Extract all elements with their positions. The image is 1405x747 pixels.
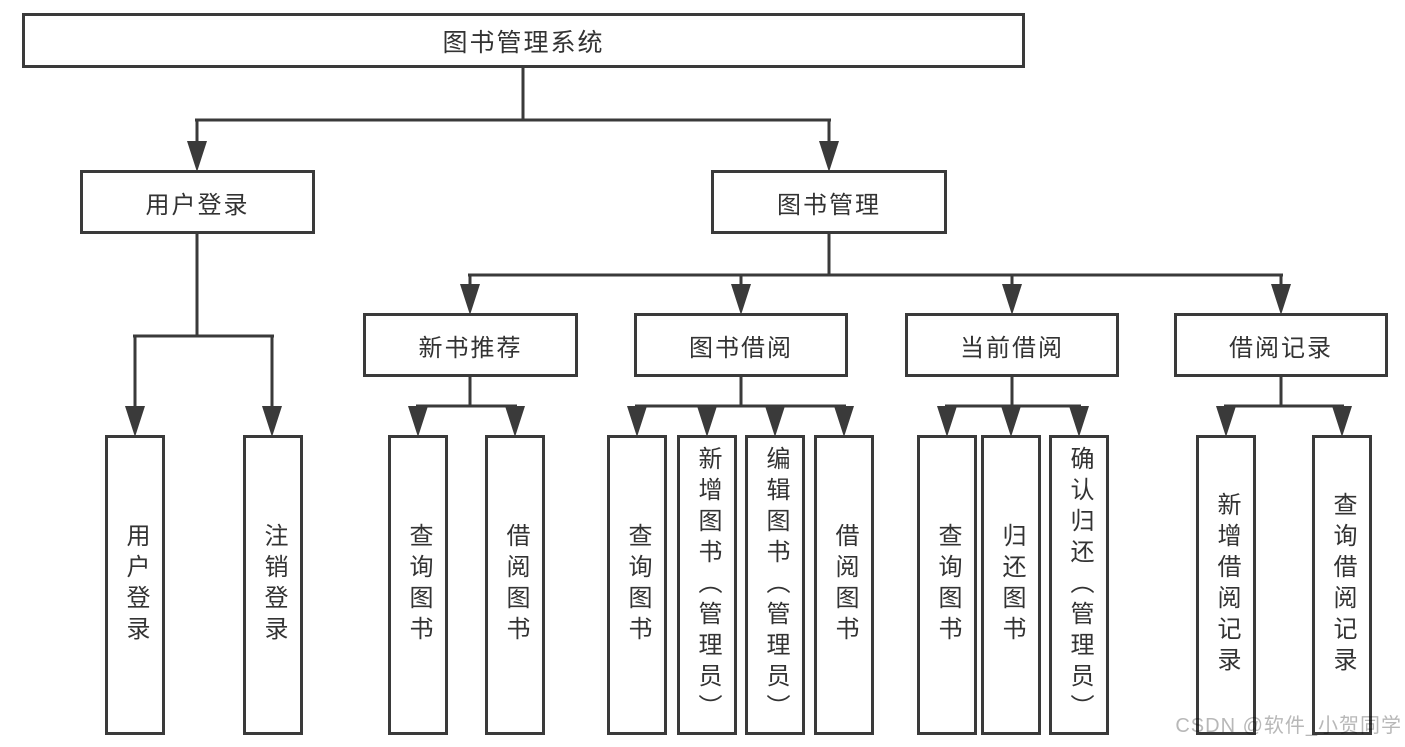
- arrowheads: [125, 141, 1352, 437]
- leaf-query-books-recommend: 查询图书: [388, 435, 448, 735]
- node-book-borrowing-label: 图书借阅: [689, 334, 793, 362]
- leaf-add-book-admin-label: 新增图书（管理员）: [694, 445, 721, 725]
- node-current-borrowing: 当前借阅: [905, 313, 1119, 377]
- leaf-confirm-return-admin-label: 确认归还（管理员）: [1066, 445, 1093, 725]
- leaf-user-login: 用户登录: [105, 435, 165, 735]
- node-library-management-system: 图书管理系统: [22, 13, 1025, 68]
- leaf-edit-book-admin-label: 编辑图书（管理员）: [762, 445, 789, 725]
- leaf-borrow-books-recommend: 借阅图书: [485, 435, 545, 735]
- leaf-add-borrow-record-label: 新增借阅记录: [1213, 492, 1240, 678]
- watermark: CSDN @软件_小贺同学: [1175, 715, 1402, 737]
- node-current-borrowing-label: 当前借阅: [960, 334, 1064, 362]
- leaf-return-book: 归还图书: [981, 435, 1041, 735]
- node-book-borrowing: 图书借阅: [634, 313, 848, 377]
- leaf-query-books-borrow: 查询图书: [607, 435, 667, 735]
- leaf-return-book-label: 归还图书: [998, 523, 1025, 647]
- leaf-query-books-current: 查询图书: [917, 435, 977, 735]
- node-borrowing-records-label: 借阅记录: [1229, 334, 1333, 362]
- node-book-management-label: 图书管理: [777, 191, 881, 219]
- leaf-query-books-recommend-label: 查询图书: [405, 523, 432, 647]
- leaf-query-books-current-label: 查询图书: [934, 523, 961, 647]
- leaf-query-borrow-record-label: 查询借阅记录: [1329, 492, 1356, 678]
- node-library-management-system-label: 图书管理系统: [442, 28, 605, 57]
- leaf-query-borrow-record: 查询借阅记录: [1312, 435, 1372, 735]
- leaf-borrow-books-label: 借阅图书: [831, 523, 858, 647]
- leaf-add-borrow-record: 新增借阅记录: [1196, 435, 1256, 735]
- node-new-book-recommendation-label: 新书推荐: [418, 334, 523, 362]
- node-user-login: 用户登录: [80, 170, 315, 234]
- leaf-logout: 注销登录: [243, 435, 303, 735]
- node-book-management: 图书管理: [711, 170, 947, 234]
- node-user-login-label: 用户登录: [145, 191, 250, 219]
- node-new-book-recommendation: 新书推荐: [363, 313, 578, 377]
- leaf-borrow-books: 借阅图书: [814, 435, 874, 735]
- leaf-query-books-borrow-label: 查询图书: [624, 523, 651, 647]
- node-borrowing-records: 借阅记录: [1174, 313, 1388, 377]
- leaf-borrow-books-recommend-label: 借阅图书: [502, 523, 529, 647]
- leaf-add-book-admin: 新增图书（管理员）: [677, 435, 737, 735]
- leaf-edit-book-admin: 编辑图书（管理员）: [745, 435, 805, 735]
- leaf-user-login-label: 用户登录: [122, 523, 149, 647]
- leaf-logout-label: 注销登录: [260, 523, 287, 647]
- leaf-confirm-return-admin: 确认归还（管理员）: [1049, 435, 1109, 735]
